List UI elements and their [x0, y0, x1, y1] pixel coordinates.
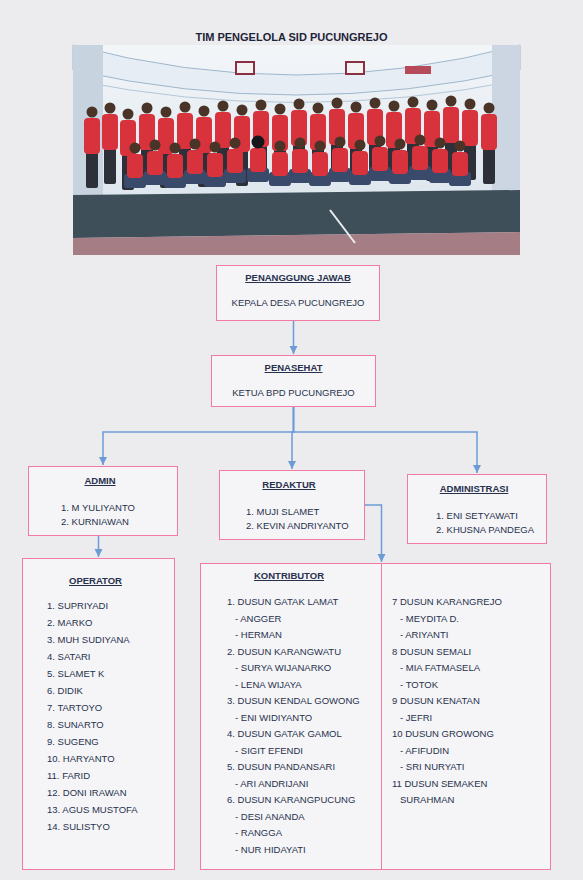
role-heading: PENASEHAT [218, 362, 369, 374]
member-name: 5. DUSUN PANDANSARI [201, 759, 377, 776]
member-name: 12. DONI IRAWAN [23, 784, 168, 801]
role-heading: REDAKTUR [220, 479, 358, 491]
member-name: 4. SATARI [23, 648, 168, 665]
member-name: 1. MUJI SLAMET [220, 505, 358, 519]
member-name: 4. DUSUN GATAK GAMOL [201, 726, 377, 743]
member-name: 2. KHUSNA PANDEGA [408, 523, 540, 537]
member-name: 11 DUSUN SEMAKEN [382, 776, 546, 793]
org-connector [365, 505, 382, 562]
hijab [252, 136, 265, 149]
member-name: 6. DUSUN KARANGPUCUNG [201, 792, 377, 809]
member-name: 10 DUSUN GROWONG [382, 726, 546, 743]
member-name: 6. DIDIK [23, 682, 168, 699]
role-heading: OPERATOR [23, 575, 168, 587]
contributor-column: 7 DUSUN KARANGREJO- MEYDITA D.- ARIYANTI… [381, 564, 550, 869]
member-name: 2. DUSUN KARANGWATU [201, 644, 377, 661]
member-name: - MEYDITA D. [382, 611, 546, 628]
member-name: KETUA BPD PUCUNGREJO [218, 387, 369, 399]
role-heading: ADMIN [29, 475, 171, 487]
left-pillar [73, 45, 103, 205]
member-name: - SIGIT EFENDI [201, 743, 377, 760]
role-heading: ADMINISTRASI [408, 483, 540, 495]
wall-banner [346, 62, 364, 74]
member-name: 1. SUPRIYADI [23, 597, 168, 614]
member-name: 7 DUSUN KARANGREJO [382, 594, 546, 611]
member-name: 9 DUSUN KENATAN [382, 693, 546, 710]
member-name: - MIA FATMASELA [382, 660, 546, 677]
hall-ceiling [73, 45, 520, 95]
team-box: ADMINISTRASI 1. ENI SETYAWATI2. KHUSNA PA… [407, 474, 547, 544]
member-name: - DESI ANANDA [201, 809, 377, 826]
member-name: - RANGGA [201, 825, 377, 842]
member-name: - HERMAN [201, 627, 377, 644]
member-name: SURAHMAN [382, 792, 546, 809]
member-name: 1. M YULIYANTO [29, 501, 171, 515]
member-name: 5. SLAMET K [23, 665, 168, 682]
member-name: - LENA WIJAYA [201, 677, 377, 694]
member-name: 11. FARID [23, 767, 168, 784]
member-name: 9. SUGENG [23, 733, 168, 750]
wall-banner [236, 62, 254, 74]
org-connector [103, 407, 294, 465]
hall-background [73, 45, 520, 255]
member-name: KEPALA DESA PUCUNGREJO [223, 297, 373, 309]
member-name: 1. DUSUN GATAK LAMAT [201, 594, 377, 611]
member-name: 1. ENI SETYAWATI [408, 509, 540, 523]
member-name: - ARIYANTI [382, 627, 546, 644]
contributor-column: KONTRIBUTOR1. DUSUN GATAK LAMAT- ANGGER-… [201, 564, 381, 869]
member-name: 14. SULISTYO [23, 818, 168, 835]
member-name: - TOTOK [382, 677, 546, 694]
member-name: 8 DUSUN SEMALI [382, 644, 546, 661]
member-name: - JEFRI [382, 710, 546, 727]
org-connector [294, 407, 478, 473]
member-name: 8. SUNARTO [23, 716, 168, 733]
wall-banner [405, 66, 431, 74]
member-name: - ENI WIDIYANTO [201, 710, 377, 727]
member-name: - ARI ANDRIJANI [201, 776, 377, 793]
poster-title: TIM PENGELOLA SID PUCUNGREJO [0, 31, 583, 43]
stage [73, 190, 520, 238]
role-heading: PENANGGUNG JAWAB [223, 272, 373, 284]
team-box: PENANGGUNG JAWAB KEPALA DESA PUCUNGREJO [216, 265, 380, 321]
member-name: 2. KEVIN ANDRIYANTO [220, 519, 358, 533]
standing-row [84, 96, 497, 191]
floor-line [330, 210, 355, 243]
member-name: 7. TARTOYO [23, 699, 168, 716]
member-name: - SURYA WIJANARKO [201, 660, 377, 677]
team-box: OPERATOR 1. SUPRIYADI2. MARKO3. MUH SUDIY… [22, 558, 175, 870]
member-name: 3. MUH SUDIYANA [23, 631, 168, 648]
team-box: KONTRIBUTOR1. DUSUN GATAK LAMAT- ANGGER-… [200, 563, 551, 870]
sitting-row [124, 135, 471, 189]
member-name: 3. DUSUN KENDAL GOWONG [201, 693, 377, 710]
org-connector [98, 536, 100, 557]
role-heading: KONTRIBUTOR [201, 570, 377, 582]
member-name: 13. AGUS MUSTOFA [23, 801, 168, 818]
member-name: - NUR HIDAYATI [201, 842, 377, 859]
member-name: 2. MARKO [23, 614, 168, 631]
member-name: - ANGGER [201, 611, 377, 628]
team-box: PENASEHAT KETUA BPD PUCUNGREJO [211, 355, 376, 407]
org-connector [293, 321, 295, 354]
team-box: ADMIN 1. M YULIYANTO2. KURNIAWAN [28, 466, 178, 536]
member-name: 2. KURNIAWAN [29, 515, 171, 529]
member-name: 10. HARYANTO [23, 750, 168, 767]
member-name: - AFIFUDIN [382, 743, 546, 760]
member-name: - SRI NURYATI [382, 759, 546, 776]
hall-floor [73, 232, 520, 255]
team-box: REDAKTUR 1. MUJI SLAMET2. KEVIN ANDRIYANT… [219, 470, 365, 540]
